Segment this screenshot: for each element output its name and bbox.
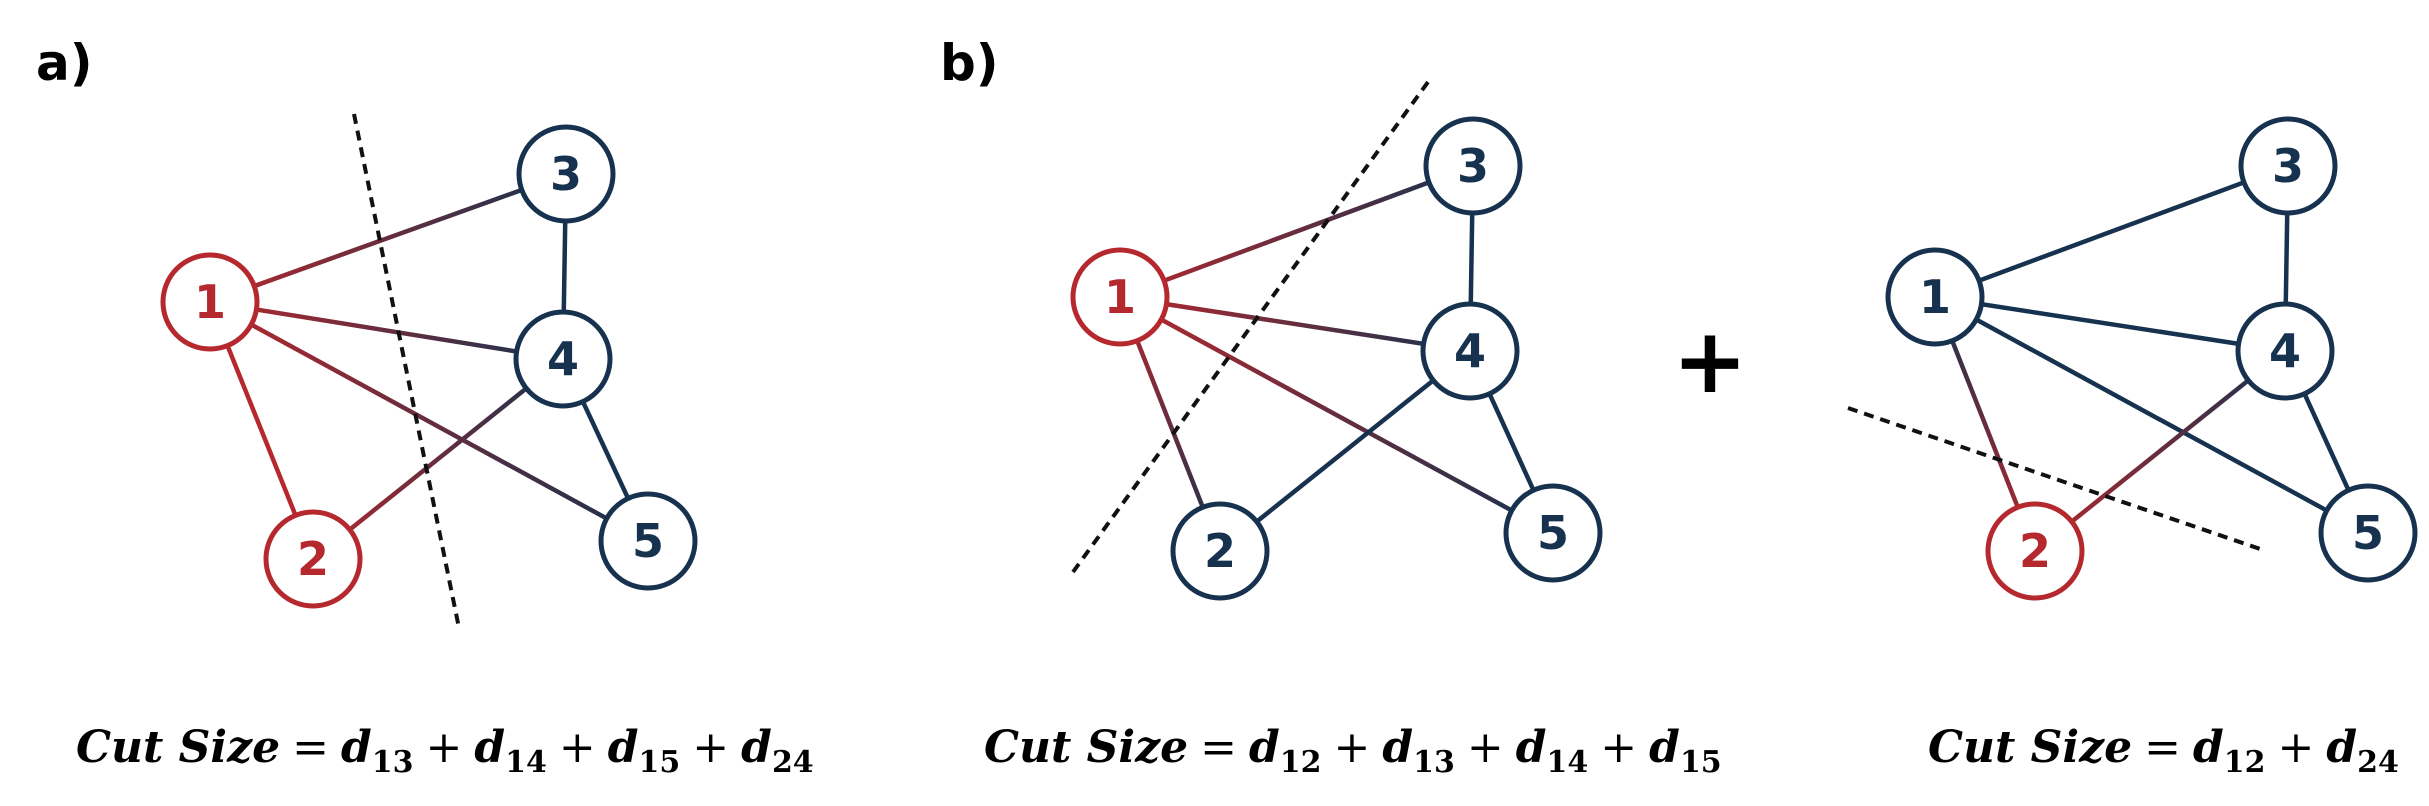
formula-term: d12 — [1249, 722, 1322, 780]
formula-term: d24 — [2326, 722, 2399, 780]
node-5 — [2318, 483, 2418, 583]
edge-1-4-cut — [1119, 294, 1471, 354]
formula-term-subscript: 14 — [1546, 745, 1589, 780]
formula-term-subscript: 14 — [505, 745, 547, 780]
edge-1-4-cut — [209, 299, 564, 362]
cut-line — [1847, 406, 2267, 553]
formula-term: d15 — [607, 722, 681, 780]
formula-plus: + — [558, 722, 596, 773]
node-1 — [1885, 247, 1985, 347]
formula-lhs: Cut Size — [76, 722, 281, 773]
formula-lhs: Cut Size — [984, 722, 1189, 773]
edge-2-4 — [1218, 349, 1472, 553]
node-1 — [160, 252, 260, 352]
formula-panel-b-left: Cut Size=d12+d13+d14+d15 — [984, 722, 1722, 792]
node-5 — [1503, 483, 1603, 583]
node-2 — [1170, 501, 1270, 601]
panel-a-label: a) — [36, 34, 93, 92]
node-5-label: 5 — [632, 514, 664, 568]
edge-1-3-cut — [209, 171, 567, 305]
formula-plus: + — [692, 722, 730, 773]
formula-term: d14 — [474, 722, 547, 780]
edge-1-5-cut — [208, 300, 650, 543]
formula-term-subscript: 24 — [2357, 745, 2399, 780]
graph-panel-a: 1 2 3 4 5 — [160, 113, 698, 629]
formula-term: d12 — [2193, 722, 2266, 780]
formula-equals: = — [1200, 722, 1237, 773]
formula-plus: + — [1333, 722, 1371, 773]
formula-term: d13 — [341, 722, 414, 780]
cut-line — [352, 113, 461, 629]
graph-panel-b-right: 1 2 3 4 5 — [1847, 116, 2418, 601]
formula-term: d24 — [741, 722, 814, 780]
node-3-label: 3 — [1457, 139, 1489, 193]
formula-term-subscript: 12 — [1279, 745, 1322, 780]
node-4-label: 4 — [2269, 324, 2301, 378]
node-3 — [1423, 116, 1523, 216]
node-1-label: 1 — [194, 275, 226, 329]
formula-equals: = — [292, 722, 329, 773]
node-3-label: 3 — [550, 147, 582, 201]
formula-panel-a: Cut Size=d13+d14+d15+d24 — [76, 722, 814, 792]
node-2-label: 2 — [297, 532, 329, 586]
node-2 — [263, 509, 363, 609]
node-4 — [1420, 301, 1520, 401]
node-1-label: 1 — [1104, 270, 1136, 324]
formula-term-subscript: 15 — [1679, 745, 1722, 780]
edge-1-5-cut — [1118, 295, 1555, 535]
node-4 — [513, 309, 613, 409]
formula-lhs: Cut Size — [1928, 722, 2133, 773]
edge-2-4-cut — [311, 357, 565, 561]
node-4-label: 4 — [1454, 324, 1486, 378]
node-1-label: 1 — [1919, 270, 1951, 324]
node-5 — [598, 491, 698, 591]
formula-term: d13 — [1382, 722, 1455, 780]
formula-term: d14 — [1515, 722, 1589, 780]
plus-symbol: + — [1672, 309, 1747, 414]
node-4-label: 4 — [547, 332, 579, 386]
formula-term-subscript: 24 — [771, 745, 814, 780]
edge-1-3 — [1934, 163, 2289, 300]
node-2 — [1985, 501, 2085, 601]
formula-term-subscript: 12 — [2223, 745, 2266, 780]
formula-term-subscript: 15 — [638, 745, 681, 780]
edge-1-4 — [1934, 294, 2286, 354]
formula-equals: = — [2144, 722, 2181, 773]
edge-1-5 — [1933, 295, 2370, 535]
node-2-label: 2 — [1204, 524, 1236, 578]
node-2-label: 2 — [2019, 524, 2051, 578]
edge-1-3-cut — [1119, 163, 1474, 300]
node-4 — [2235, 301, 2335, 401]
formula-plus: + — [1600, 722, 1638, 773]
panel-b-label: b) — [940, 34, 999, 92]
node-3 — [2238, 116, 2338, 216]
formula-plus: + — [1466, 722, 1504, 773]
formula-term-subscript: 13 — [371, 745, 414, 780]
formula-plus: + — [2277, 722, 2315, 773]
node-5-label: 5 — [2352, 506, 2384, 560]
formula-term-subscript: 13 — [1413, 745, 1455, 780]
formula-panel-b-right: Cut Size=d12+d24 — [1928, 722, 2399, 792]
formula-plus: + — [425, 722, 463, 773]
edge-2-4-cut — [2033, 349, 2287, 553]
formula-term: d15 — [1649, 722, 1722, 780]
node-5-label: 5 — [1537, 506, 1569, 560]
graph-panel-b-left: 1 2 3 4 5 — [1070, 80, 1603, 601]
node-1 — [1070, 247, 1170, 347]
node-3-label: 3 — [2272, 139, 2304, 193]
node-3 — [516, 124, 616, 224]
